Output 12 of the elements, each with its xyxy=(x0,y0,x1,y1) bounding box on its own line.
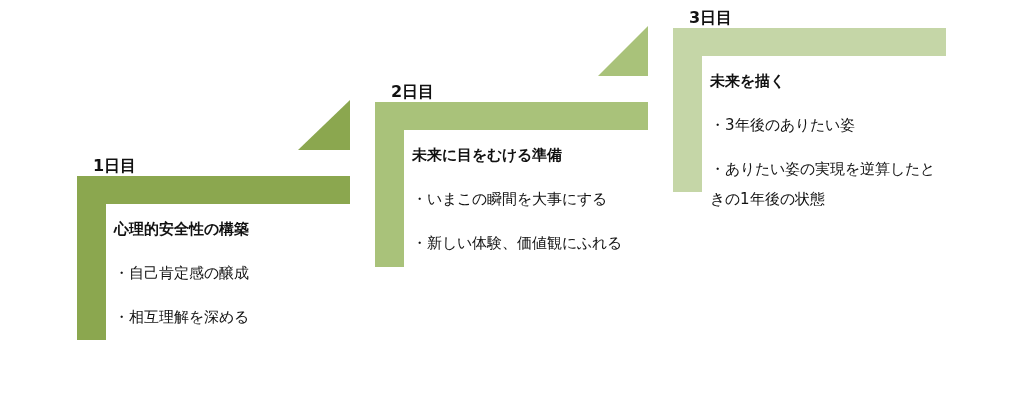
bullet-text: ・新しい体験、価値観にふれる xyxy=(412,233,623,254)
bullet-text: ・いまこの瞬間を大事にする xyxy=(412,189,608,210)
day-heading: 2日目 xyxy=(391,82,435,102)
bullet-text: ・相互理解を深める xyxy=(114,307,250,328)
day-heading: 3日目 xyxy=(689,8,733,28)
step-title: 未来を描く xyxy=(710,71,786,92)
bullet-text: ・3年後のありたい姿 xyxy=(710,115,856,136)
step-title: 未来に目をむける準備 xyxy=(412,145,563,166)
bullet-text: ・ありたい姿の実現を逆算したときの1年後の状態 xyxy=(710,159,936,210)
step-title: 心理的安全性の構築 xyxy=(114,219,250,240)
day-heading: 1日目 xyxy=(93,156,137,176)
bullet-text: ・自己肯定感の醸成 xyxy=(114,263,250,284)
